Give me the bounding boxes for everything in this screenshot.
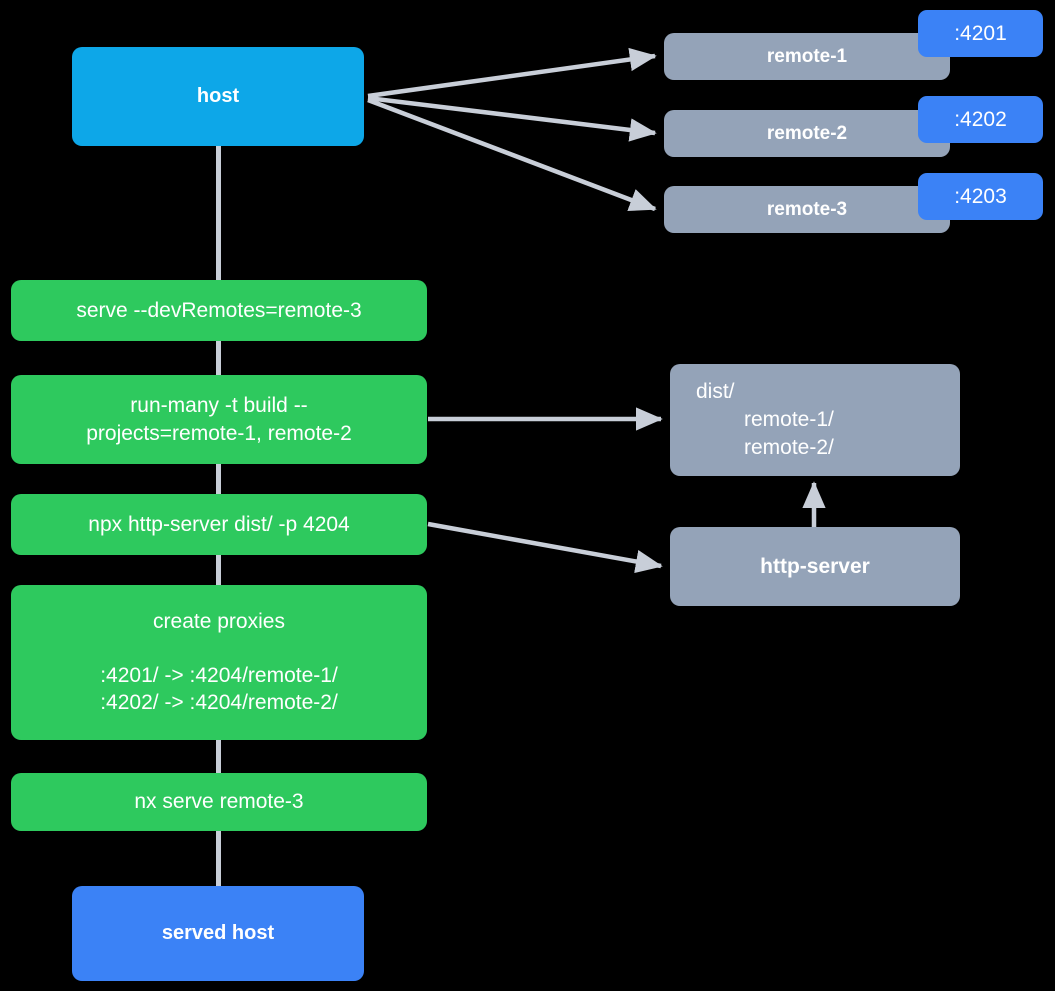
node-command-nx-serve-remote-3[interactable]: nx serve remote-3 <box>11 773 427 831</box>
badge-port-4203-label: :4203 <box>954 184 1007 208</box>
node-command-create-proxies[interactable]: create proxies :4201/ -> :4204/remote-1/… <box>11 585 427 740</box>
command-line: :4201/ -> :4204/remote-1/ <box>100 663 338 687</box>
badge-port-4201[interactable]: :4201 <box>918 10 1043 57</box>
node-remote-2-label: remote-2 <box>766 122 848 144</box>
edge-host-to-remote-2 <box>367 95 657 142</box>
badge-port-4201-label: :4201 <box>954 21 1007 45</box>
edge-host-to-remote-3 <box>367 97 657 212</box>
node-remote-1[interactable]: remote-1 <box>664 33 950 80</box>
command-line: run-many -t build -- <box>130 393 308 417</box>
node-remote-2[interactable]: remote-2 <box>664 110 950 157</box>
node-remote-3[interactable]: remote-3 <box>664 186 950 233</box>
node-host[interactable]: host <box>72 47 364 146</box>
command-line: serve --devRemotes=remote-3 <box>76 298 362 322</box>
dist-root-label: dist/ <box>696 380 735 404</box>
command-line: npx http-server dist/ -p 4204 <box>88 512 350 536</box>
command-line: create proxies <box>153 609 285 633</box>
node-remote-1-label: remote-1 <box>766 45 848 67</box>
dist-child-label: remote-2/ <box>744 435 834 459</box>
command-line: projects=remote-1, remote-2 <box>86 421 352 445</box>
node-http-server-label: http-server <box>760 554 870 578</box>
spine-segment-npx-to-proxies <box>216 555 221 585</box>
command-line: :4202/ -> :4204/remote-2/ <box>100 691 338 715</box>
node-command-run-many[interactable]: run-many -t build -- projects=remote-1, … <box>11 375 427 464</box>
badge-port-4203[interactable]: :4203 <box>918 173 1043 220</box>
node-dist-artifact[interactable]: dist/ remote-1/ remote-2/ <box>670 364 960 476</box>
node-command-serve-devremotes[interactable]: serve --devRemotes=remote-3 <box>11 280 427 341</box>
spine-segment-serve-to-runmany <box>216 341 221 375</box>
badge-port-4202[interactable]: :4202 <box>918 96 1043 143</box>
spine-segment-runmany-to-npx <box>216 464 221 494</box>
spine-segment-nx-to-served <box>216 831 221 886</box>
edge-npx-to-http-server <box>427 521 663 574</box>
node-host-label: host <box>196 85 240 108</box>
spine-segment-host-to-serve <box>216 146 221 280</box>
node-remote-3-label: remote-3 <box>766 198 848 220</box>
command-line: nx serve remote-3 <box>134 790 304 814</box>
node-served-host[interactable]: served host <box>72 886 364 981</box>
dist-child-label: remote-1/ <box>744 408 834 432</box>
spine-segment-proxies-to-nx <box>216 740 221 773</box>
node-http-server[interactable]: http-server <box>670 527 960 606</box>
badge-port-4202-label: :4202 <box>954 107 1007 131</box>
edge-host-to-remote-1 <box>367 47 657 99</box>
node-command-npx-http-server[interactable]: npx http-server dist/ -p 4204 <box>11 494 427 555</box>
node-served-host-label: served host <box>161 922 275 945</box>
